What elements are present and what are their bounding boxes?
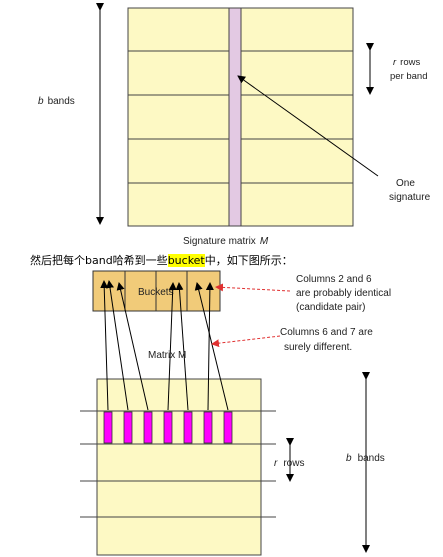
one-signature-label-line1: One (396, 178, 415, 189)
band-lines (80, 410, 276, 518)
note1-line1: Columns 2 and 6 (296, 274, 372, 285)
explanation-sentence: 然后把每个band哈希到一些bucket中，如下图所示： (30, 252, 293, 268)
note2-line2: surely different. (284, 342, 352, 353)
note2-arrow (211, 335, 281, 348)
per-band-label: per band (390, 71, 428, 82)
note2-line1: Columns 6 and 7 are (280, 327, 373, 338)
note1-arrow (215, 283, 291, 292)
sentence-highlight: bucket (167, 254, 205, 267)
band-column-segments (103, 411, 233, 444)
signature-column (228, 7, 242, 227)
column-segment-7 (223, 411, 233, 444)
sentence-after: 中，如下图所示： (204, 254, 293, 267)
column-segment-1 (103, 411, 113, 444)
one-signature-label-line2: signature (389, 192, 431, 203)
column-segment-4 (163, 411, 173, 444)
one-signature-arrow (237, 75, 379, 177)
sentence-before: 然后把每个band哈希到一些 (30, 254, 168, 267)
column-segment-6 (203, 411, 213, 444)
column-segment-3 (143, 411, 153, 444)
matrix-m (96, 378, 262, 556)
note1-line3: (candidate pair) (296, 302, 365, 313)
column-segment-2 (123, 411, 133, 444)
matrix-m-label: Matrix M (148, 350, 186, 361)
buckets-label: Buckets (138, 287, 174, 298)
bottom-figure: Buckets Matrix M Columns 2 and 6 are pro… (80, 270, 391, 556)
column-segment-5 (183, 411, 193, 444)
note1-line2: are probably identical (296, 288, 391, 299)
